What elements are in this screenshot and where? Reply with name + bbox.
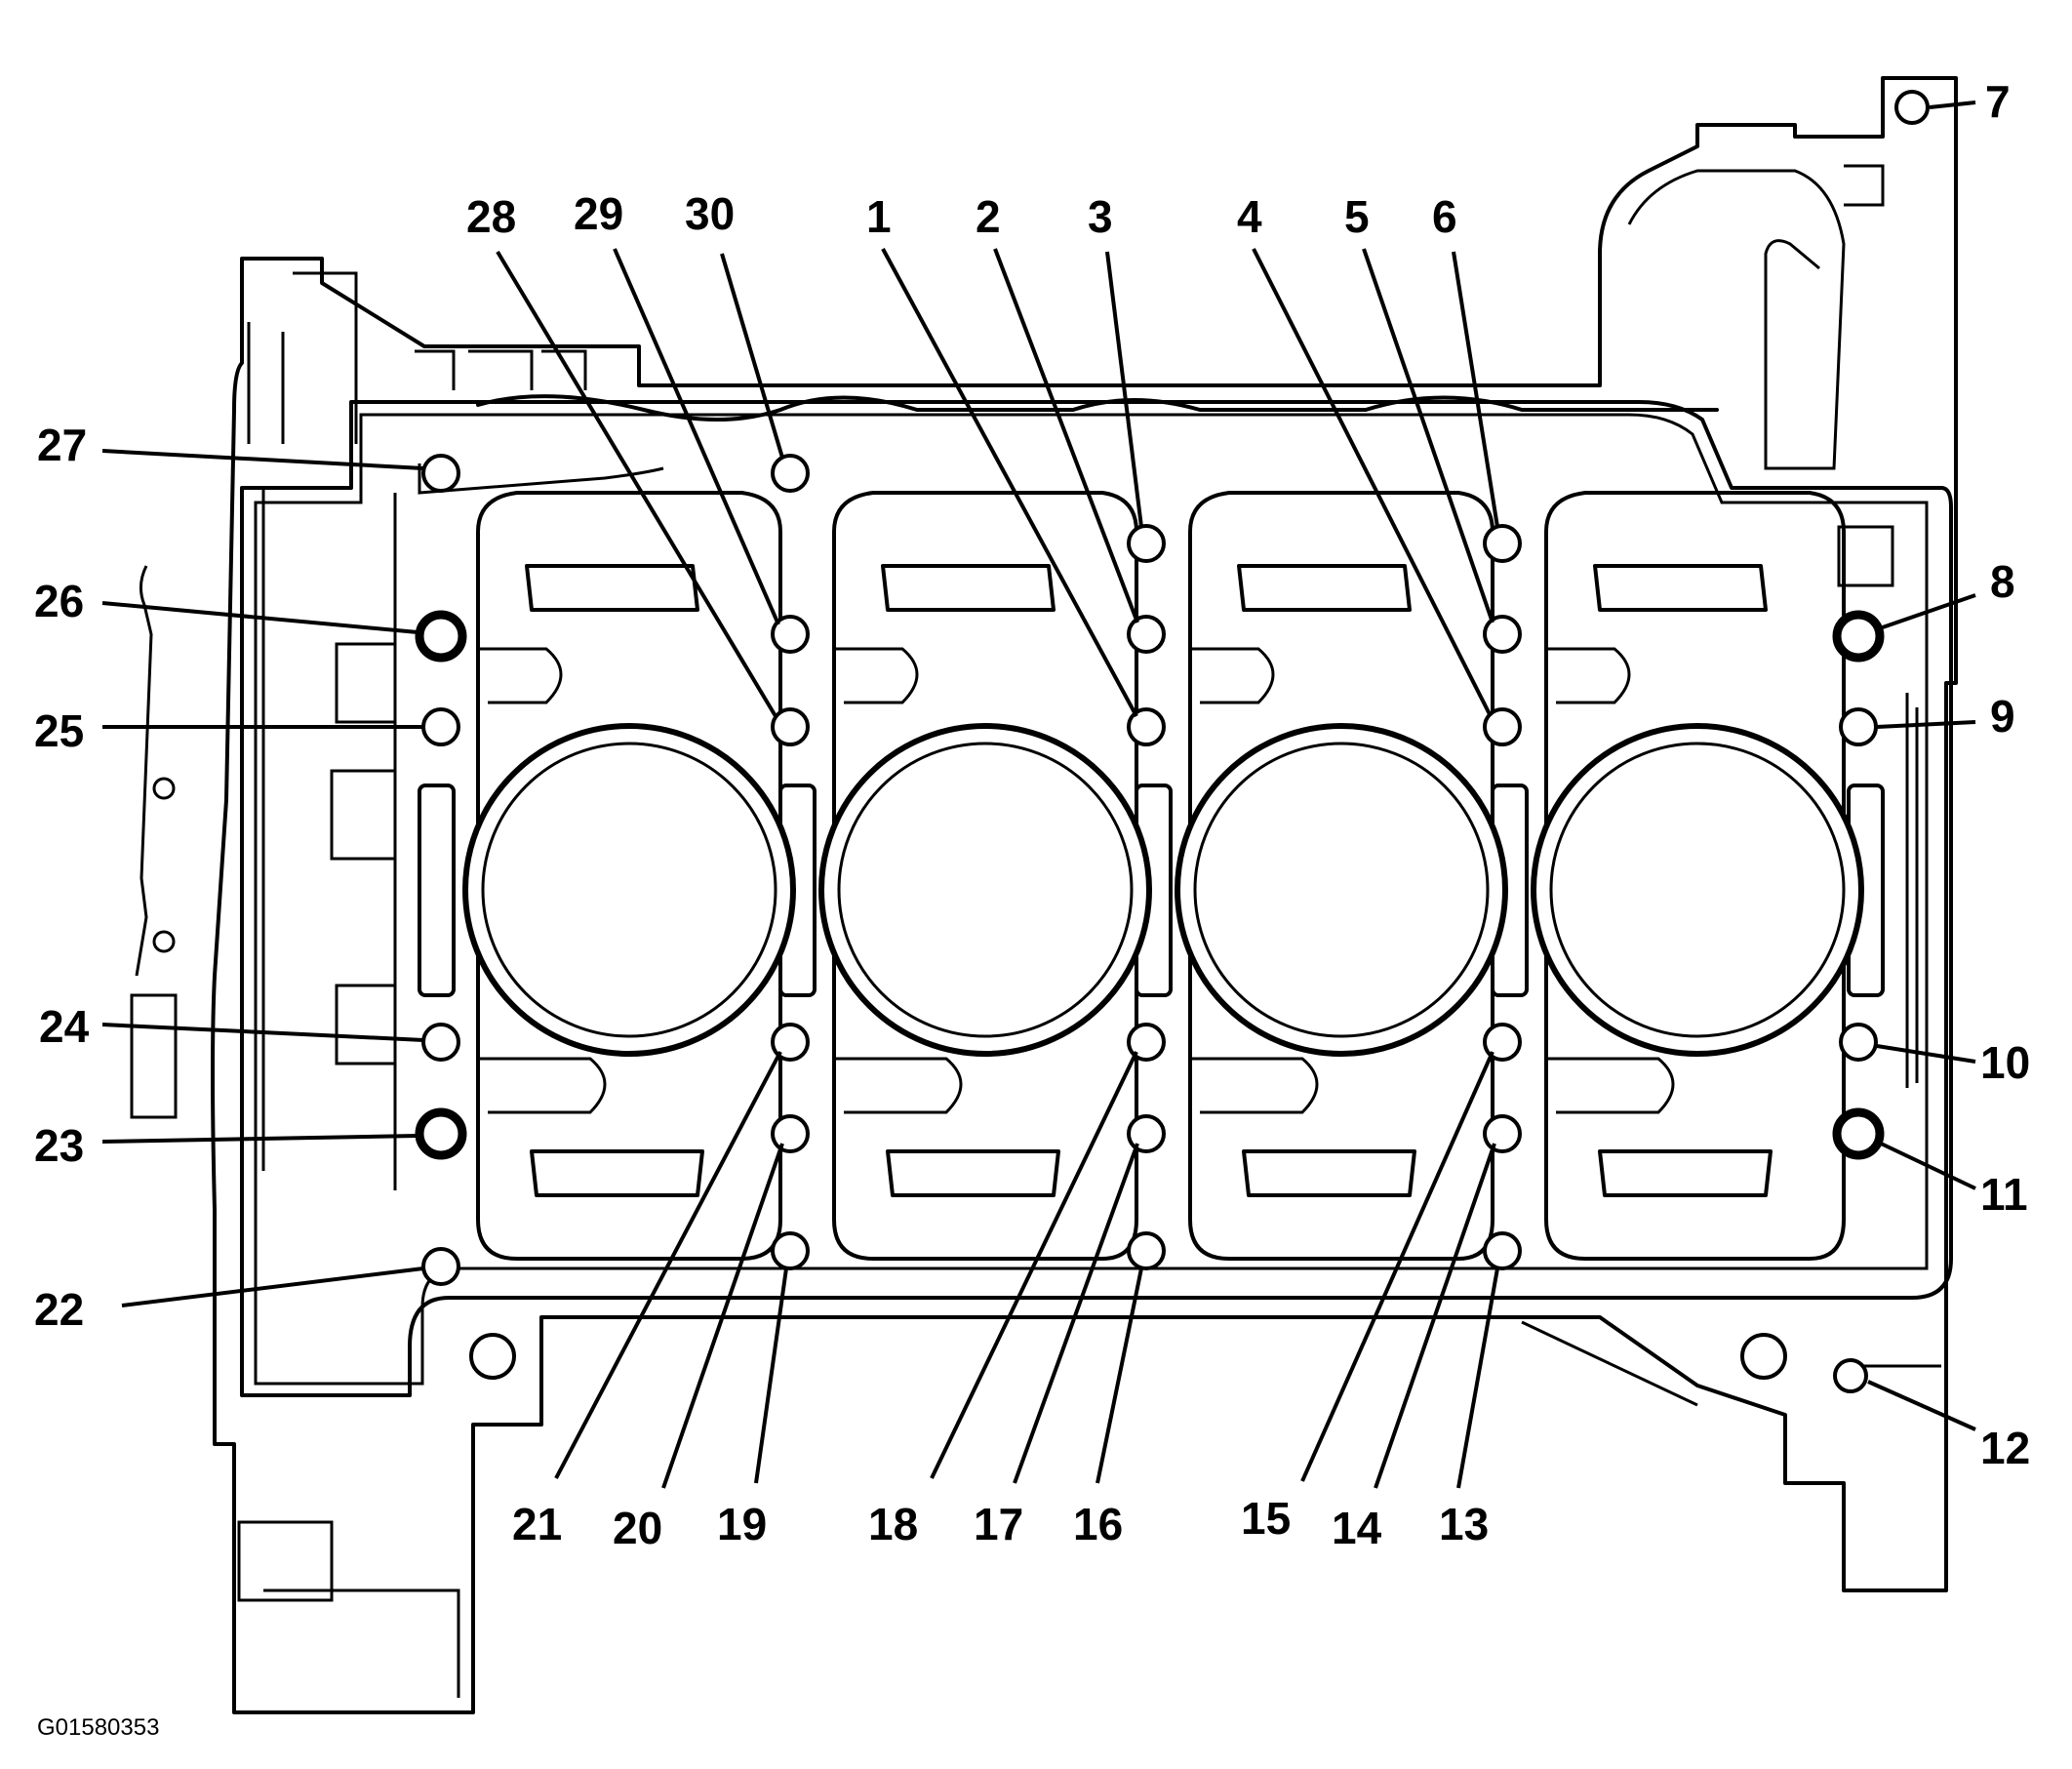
bolt-hole-18 [1127,1023,1166,1062]
leader-lines [101,101,1976,1489]
cylinder-3 [1175,723,1508,1057]
bolt-hole-21 [771,1023,810,1062]
callout-10: 10 [1980,1037,2030,1088]
cylinder-bores [462,723,1864,1057]
bolt-hole-2 [1127,615,1166,654]
callout-14: 14 [1332,1503,1382,1553]
callout-29: 29 [574,188,623,239]
bolt-hole-24 [421,1023,460,1062]
bolt-hole-25 [421,707,460,746]
oil-slots-bottom [530,1149,1773,1197]
bolt-hole-15 [1483,1023,1522,1062]
bolt-hole-30 [771,454,810,493]
bolt-holes [415,90,1930,1393]
bolt-hole-8 [1832,610,1885,663]
bolt-hole-7 [1894,90,1930,125]
bolt-hole-12 [1833,1358,1868,1393]
cylinder-webs [418,394,1885,1261]
callout-6: 6 [1432,191,1457,242]
callout-12: 12 [1980,1423,2030,1473]
callout-9: 9 [1990,691,2015,742]
callout-7: 7 [1985,76,2011,127]
dowel-hole-bottom-right [1740,1333,1787,1380]
bolt-hole-20 [771,1114,810,1153]
callout-11: 11 [1980,1169,2028,1220]
bolt-hole-5 [1483,615,1522,654]
callout-20: 20 [613,1503,662,1553]
bolt-hole-16 [1127,1231,1166,1270]
callout-19: 19 [717,1499,767,1549]
callout-21: 21 [512,1499,562,1549]
bolt-hole-17 [1127,1114,1166,1153]
bolt-hole-14 [1483,1114,1522,1153]
bolt-hole-6 [1483,524,1522,563]
dowel-hole-bottom-left [469,1333,516,1380]
bolt-hole-3 [1127,524,1166,563]
callout-5: 5 [1344,191,1370,242]
bolt-hole-27 [421,454,460,493]
callout-3: 3 [1088,191,1113,242]
bolt-hole-10 [1839,1023,1878,1062]
oil-slots-top [525,564,1768,612]
bolt-hole-9 [1839,707,1878,746]
callout-15: 15 [1241,1493,1291,1544]
callout-1: 1 [866,191,892,242]
callout-26: 26 [34,576,84,626]
bolt-hole-13 [1483,1231,1522,1270]
bolt-hole-19 [771,1231,810,1270]
cylinder-1 [462,723,796,1057]
callout-13: 13 [1439,1499,1489,1549]
bolt-hole-28 [771,707,810,746]
callout-22: 22 [34,1284,84,1335]
cylinder-2 [818,723,1152,1057]
bolt-hole-29 [771,615,810,654]
block-outline [130,76,1958,1714]
callout-17: 17 [974,1499,1023,1549]
callout-2: 2 [976,191,1001,242]
callout-30: 30 [685,188,735,239]
callout-24: 24 [39,1001,90,1052]
callout-27: 27 [37,420,87,470]
callout-28: 28 [466,191,516,242]
figure-id: G01580353 [37,1714,159,1741]
bolt-hole-22 [421,1247,460,1286]
callout-25: 25 [34,705,84,756]
cylinder-4 [1531,723,1864,1057]
callout-23: 23 [34,1120,84,1171]
bolt-hole-11 [1832,1107,1885,1160]
callout-16: 16 [1073,1499,1123,1549]
callout-18: 18 [868,1499,918,1549]
bolt-hole-1 [1127,707,1166,746]
bolt-hole-26 [415,610,467,663]
bolt-hole-4 [1483,707,1522,746]
bolt-hole-23 [415,1107,467,1160]
callout-8: 8 [1990,556,2015,607]
callout-labels: 28 29 30 1 2 3 4 5 6 7 8 9 10 11 12 13 1… [34,76,2030,1553]
callout-4: 4 [1237,191,1262,242]
